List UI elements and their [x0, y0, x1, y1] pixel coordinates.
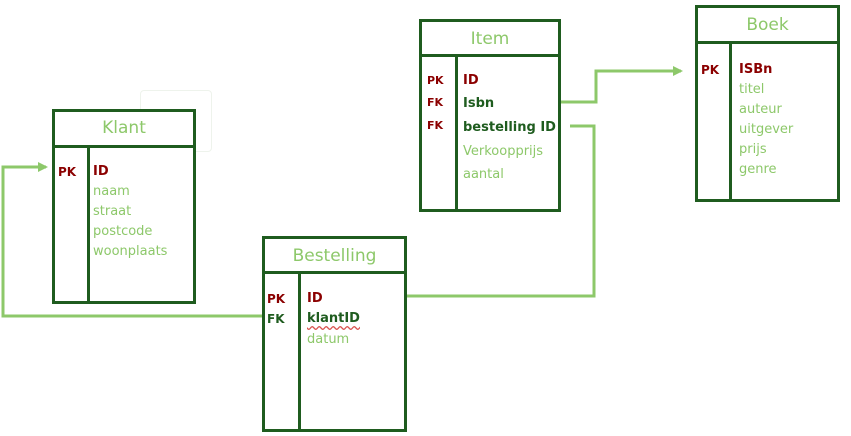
field-postcode: postcode	[93, 224, 153, 239]
entity-title: Klant	[55, 112, 193, 148]
field-straat: straat	[93, 204, 132, 219]
field-uitgever: uitgever	[739, 122, 794, 137]
field-genre: genre	[739, 162, 777, 177]
entity-title: Item	[422, 22, 558, 57]
field-isbn: Isbn	[463, 96, 495, 111]
column-divider	[729, 41, 732, 199]
field-naam: naam	[93, 184, 130, 199]
field-aantal: aantal	[463, 167, 504, 182]
field-id: ID	[463, 73, 479, 88]
entity-klant[interactable]: Klant PK ID naam straat postcode woonpla…	[52, 109, 196, 304]
field-klantid: klantID	[307, 311, 360, 326]
field-id: ID	[307, 291, 323, 306]
column-divider	[298, 271, 301, 429]
field-woonplaats: woonplaats	[93, 244, 168, 259]
entity-item[interactable]: Item PK FK FK ID Isbn bestelling ID Verk…	[419, 19, 561, 212]
field-id: ID	[93, 164, 109, 179]
fk-label: FK	[267, 312, 285, 326]
field-datum: datum	[307, 332, 350, 347]
entity-boek[interactable]: Boek PK ISBn titel auteur uitgever prijs…	[695, 5, 840, 202]
connector-item-bestelling-to-bestelling	[330, 124, 596, 301]
entity-title: Bestelling	[265, 239, 404, 274]
column-divider	[455, 54, 458, 209]
pk-label: PK	[427, 74, 444, 87]
field-titel: titel	[739, 82, 765, 97]
field-prijs: prijs	[739, 142, 767, 157]
field-bestelling-id: bestelling ID	[463, 120, 556, 135]
pk-label: PK	[58, 165, 77, 179]
field-verkoopprijs: Verkoopprijs	[463, 144, 544, 159]
connector-bestelling-klant-to-klant	[1, 162, 262, 318]
field-auteur: auteur	[739, 102, 782, 117]
entity-title: Boek	[698, 8, 837, 44]
fk-label: FK	[427, 96, 444, 109]
pk-label: PK	[701, 63, 720, 77]
entity-bestelling[interactable]: Bestelling PK FK ID klantID datum	[262, 236, 407, 432]
pk-label: PK	[267, 292, 286, 306]
fk-label: FK	[427, 119, 444, 132]
column-divider	[87, 145, 90, 301]
field-isbn: ISBn	[739, 62, 773, 77]
